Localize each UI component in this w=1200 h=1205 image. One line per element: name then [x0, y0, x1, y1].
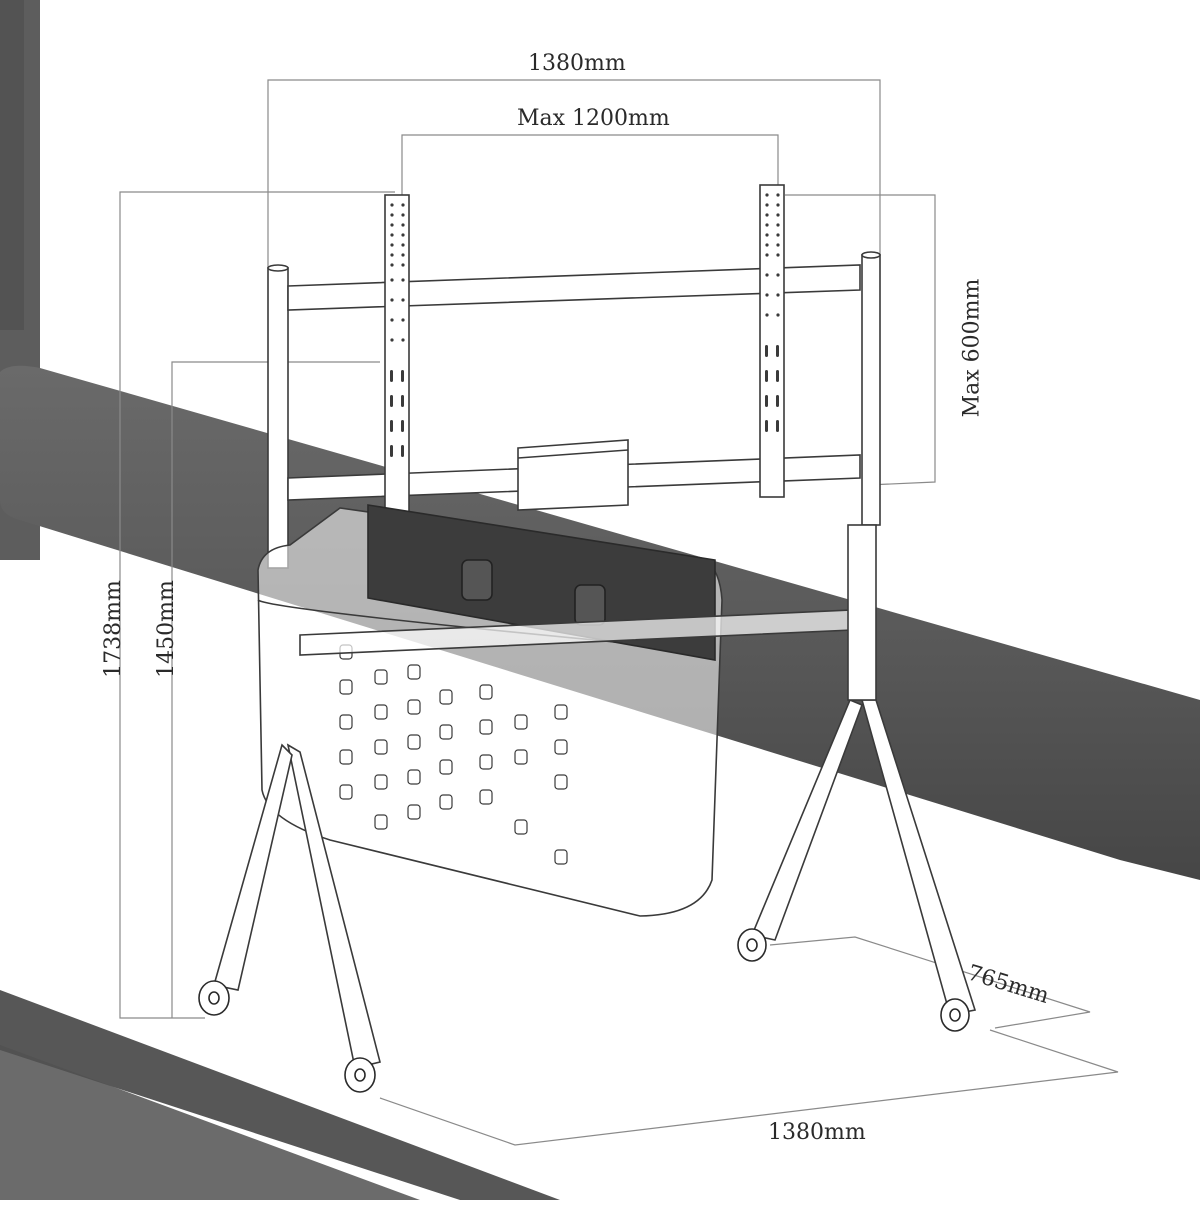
- dimension-lines: [119, 79, 1119, 1146]
- plate-knob-left: [461, 559, 493, 601]
- dimension-max-mount-height: 1450mm: [153, 580, 179, 678]
- left-frame-inner: [0, 0, 24, 330]
- diagonal-bar-bottom-2: [0, 1045, 420, 1200]
- leg-front-left: [286, 743, 381, 1069]
- leg-rear-right: [750, 698, 864, 941]
- leg-rear-left: [212, 743, 293, 991]
- vesa-arm-right: [759, 184, 785, 498]
- dimension-overall-width-top: 1380mm: [528, 51, 626, 76]
- plate-knob-right: [574, 584, 606, 626]
- basket-holes: [339, 644, 568, 865]
- right-lower-column: [847, 524, 877, 701]
- upper-crossbar: [287, 264, 861, 311]
- diagonal-bar-bottom: [0, 990, 560, 1200]
- dimension-base-width: 1380mm: [768, 1120, 866, 1145]
- stand: [198, 184, 977, 1093]
- vesa-arm-holes: [390, 193, 780, 457]
- dimension-max-vesa-height: Max 600mm: [959, 278, 985, 418]
- dimension-max-vesa-width: Max 1200mm: [517, 106, 670, 131]
- vesa-arm-left: [384, 194, 410, 518]
- dimension-overall-height: 1738mm: [100, 580, 126, 678]
- left-column: [267, 267, 289, 569]
- right-column: [861, 254, 881, 526]
- caster-wheels: [198, 928, 970, 1093]
- center-bracket: [517, 439, 629, 511]
